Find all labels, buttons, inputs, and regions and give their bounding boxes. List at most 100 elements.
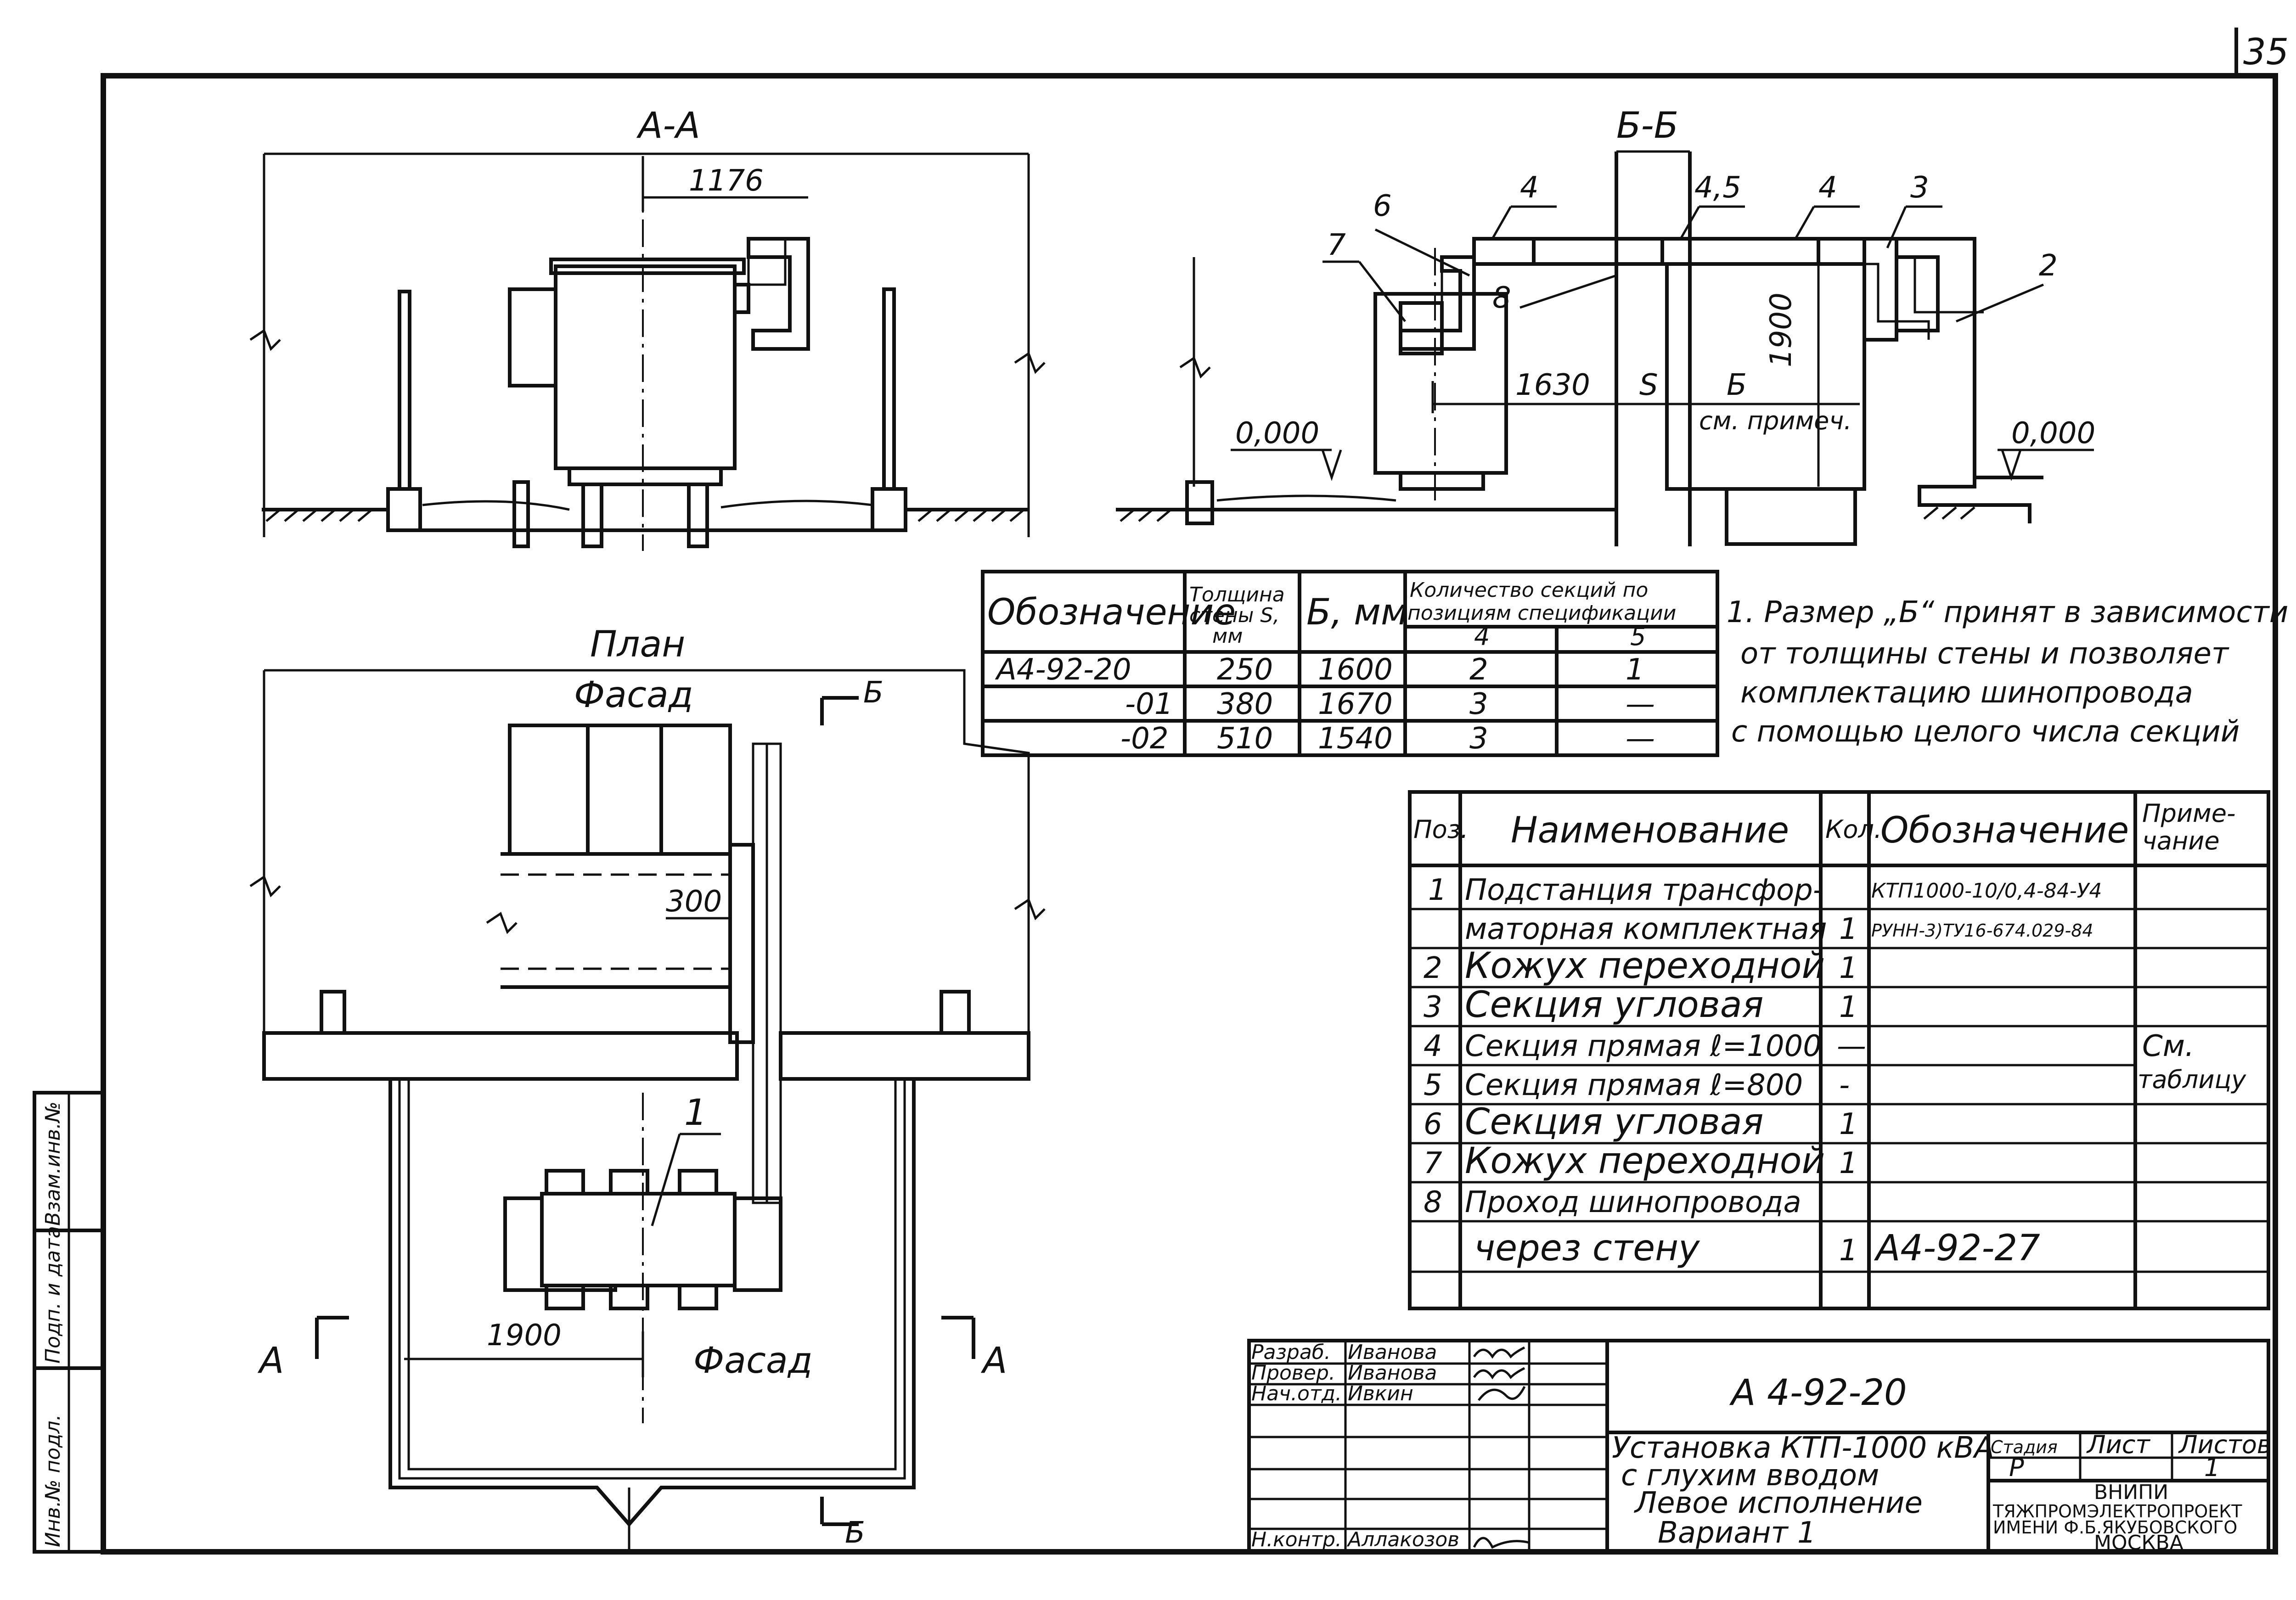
- tb-stage-label: Стадия: [1991, 1437, 2058, 1457]
- vt-row1-designation: А4-92-20: [995, 653, 1131, 687]
- section-bb-title: Б-Б: [1616, 105, 1678, 146]
- section-bb-view: Б-Б 1900 1630: [1116, 105, 2095, 546]
- tb-stage-value: Р: [2009, 1453, 2024, 1482]
- spec-row9-name: Проход шинопровода: [1465, 1185, 1801, 1219]
- vt-row2-q5: —: [1626, 687, 1655, 721]
- spec-row10-designation: А4-92-27: [1874, 1228, 2040, 1269]
- vt-row1-b: 1600: [1318, 653, 1393, 687]
- bb-callout-4b: 4: [1818, 171, 1837, 205]
- plan-title: План: [590, 624, 685, 665]
- plan-section-a-right: А: [980, 1340, 1007, 1381]
- spec-row1-pos: 1: [1428, 873, 1447, 907]
- tb-name-4: Аллакозов: [1346, 1528, 1459, 1551]
- dim-1630: 1630: [1515, 368, 1590, 402]
- plan-facade-bottom: Фасад: [693, 1340, 813, 1381]
- tb-name-1: Иванова: [1348, 1341, 1437, 1364]
- tb-org-2: ТЯЖПРОМЭЛЕКТРОПРОЕКТ: [1992, 1501, 2242, 1521]
- plan-section-b-bottom: Б: [845, 1516, 865, 1550]
- tb-role-4: Н.контр.: [1251, 1528, 1342, 1551]
- spec-row8-name: Кожух переходной: [1465, 1140, 1825, 1182]
- vt-row2-b: 1670: [1318, 687, 1393, 721]
- note-line-2: от толщины стены и позволяет: [1740, 637, 2229, 671]
- spec-row6-qty: -: [1839, 1068, 1850, 1102]
- spec-row5-qty: —: [1837, 1029, 1866, 1063]
- spec-row5-pos: 4: [1424, 1029, 1442, 1063]
- spec-header-qty: Кол.: [1825, 815, 1882, 844]
- spec-header-note: Приме-чание: [2142, 799, 2235, 855]
- tb-desc-2: с глухим вводом: [1621, 1459, 1879, 1493]
- plan-facade-top: Фасад: [574, 674, 693, 716]
- vt-header-designation: Обозначение: [987, 592, 1236, 633]
- note-block: 1. Размер „Б“ принят в зависимости от то…: [1727, 595, 2288, 749]
- dim-1176: 1176: [689, 164, 764, 198]
- vt-row3-wall: 510: [1217, 722, 1273, 756]
- vt-header-b: Б, мм: [1306, 592, 1408, 633]
- vt-row1-q5: 1: [1626, 653, 1644, 687]
- level-left: 0,000: [1235, 416, 1319, 450]
- signature-3: [1478, 1386, 1526, 1401]
- spec-row3-pos: 2: [1424, 951, 1442, 985]
- tb-desc-4: Вариант 1: [1658, 1516, 1816, 1550]
- spec-row6-name: Секция прямая ℓ=800: [1465, 1068, 1803, 1102]
- tb-sheet-label: Лист: [2086, 1430, 2150, 1459]
- vt-row1-wall: 250: [1217, 653, 1273, 687]
- tb-sheets-label: Листов: [2178, 1430, 2272, 1459]
- spec-header-designation: Обозначение: [1880, 810, 2129, 851]
- vt-row2-q4: 3: [1469, 687, 1488, 721]
- vt-row1-q4: 2: [1469, 653, 1488, 687]
- signature-1: [1473, 1346, 1525, 1359]
- tb-org-1: ВНИПИ: [2094, 1481, 2168, 1504]
- spec-row4-name: Секция угловая: [1465, 984, 1763, 1026]
- tb-role-1: Разраб.: [1251, 1341, 1331, 1364]
- section-aa-title: А-А: [636, 105, 700, 146]
- tb-desc-1: Установка КТП-1000 кВА: [1612, 1431, 1994, 1465]
- vt-row2-designation: -01: [1125, 687, 1173, 721]
- side-stamp: Инв.№ подл. Подп. и дата Взам.инв.№: [33, 1091, 105, 1554]
- signature-2: [1473, 1367, 1525, 1380]
- spec-row7-pos: 6: [1424, 1107, 1442, 1141]
- spec-header-pos: Поз.: [1413, 815, 1469, 844]
- vt-row3-b: 1540: [1318, 722, 1393, 756]
- level-right: 0,000: [2011, 416, 2095, 450]
- spec-table: Поз. Наименование Кол. Обозначение Приме…: [1408, 790, 2270, 1310]
- tb-name-2: Иванова: [1348, 1361, 1437, 1385]
- tb-sheets-value: 1: [2204, 1453, 2220, 1482]
- bb-callout-6: 6: [1373, 189, 1392, 223]
- tb-desc-3: Левое исполнение: [1634, 1486, 1923, 1520]
- spec-row7-name: Секция угловая: [1465, 1101, 1763, 1143]
- stamp-label-sign: Подп. и дата: [41, 1226, 65, 1364]
- bb-callout-4a: 4: [1520, 171, 1539, 205]
- vt-header-col5: 5: [1630, 622, 1646, 651]
- note-line-4: с помощью целого числа секций: [1731, 715, 2240, 749]
- spec-row5-name: Секция прямая ℓ=1000: [1465, 1029, 1822, 1063]
- dim-b-note: см. примеч.: [1699, 406, 1851, 435]
- spec-row10-qty: 1: [1839, 1234, 1858, 1268]
- tb-name-3: Ивкин: [1348, 1382, 1413, 1405]
- bb-callout-45: 4,5: [1694, 171, 1741, 205]
- spec-row1-name: Подстанция трансфор-: [1465, 873, 1823, 907]
- spec-row10-name: через стену: [1474, 1228, 1700, 1269]
- tb-role-3: Нач.отд.: [1251, 1382, 1342, 1405]
- note-line-3: комплектацию шинопровода: [1740, 676, 2193, 710]
- spec-row3-qty: 1: [1839, 951, 1858, 985]
- spec-row4-pos: 3: [1424, 990, 1442, 1024]
- vt-row3-q5: —: [1626, 722, 1655, 756]
- spec-row7-qty: 1: [1839, 1107, 1858, 1141]
- tb-org-4: МОСКВА: [2094, 1531, 2183, 1555]
- plan-section-a-left: А: [257, 1340, 284, 1381]
- bb-callout-8: 8: [1492, 281, 1511, 315]
- signature-4: [1473, 1537, 1530, 1549]
- dim-1900-bb: 1900: [1764, 292, 1798, 367]
- dim-b: Б: [1727, 368, 1747, 402]
- spec-row8-pos: 7: [1424, 1146, 1442, 1180]
- stamp-label-replace: Взам.инв.№: [41, 1101, 65, 1226]
- note-line-1: 1. Размер „Б“ принят в зависимости: [1727, 595, 2288, 629]
- tb-code: А 4-92-20: [1729, 1372, 1907, 1414]
- spec-row6-pos: 5: [1424, 1068, 1442, 1102]
- bb-callout-2: 2: [2039, 249, 2058, 283]
- spec-row9-pos: 8: [1424, 1185, 1442, 1219]
- title-block: Разраб. Иванова Провер. Иванова Нач.отд.…: [1247, 1339, 2272, 1555]
